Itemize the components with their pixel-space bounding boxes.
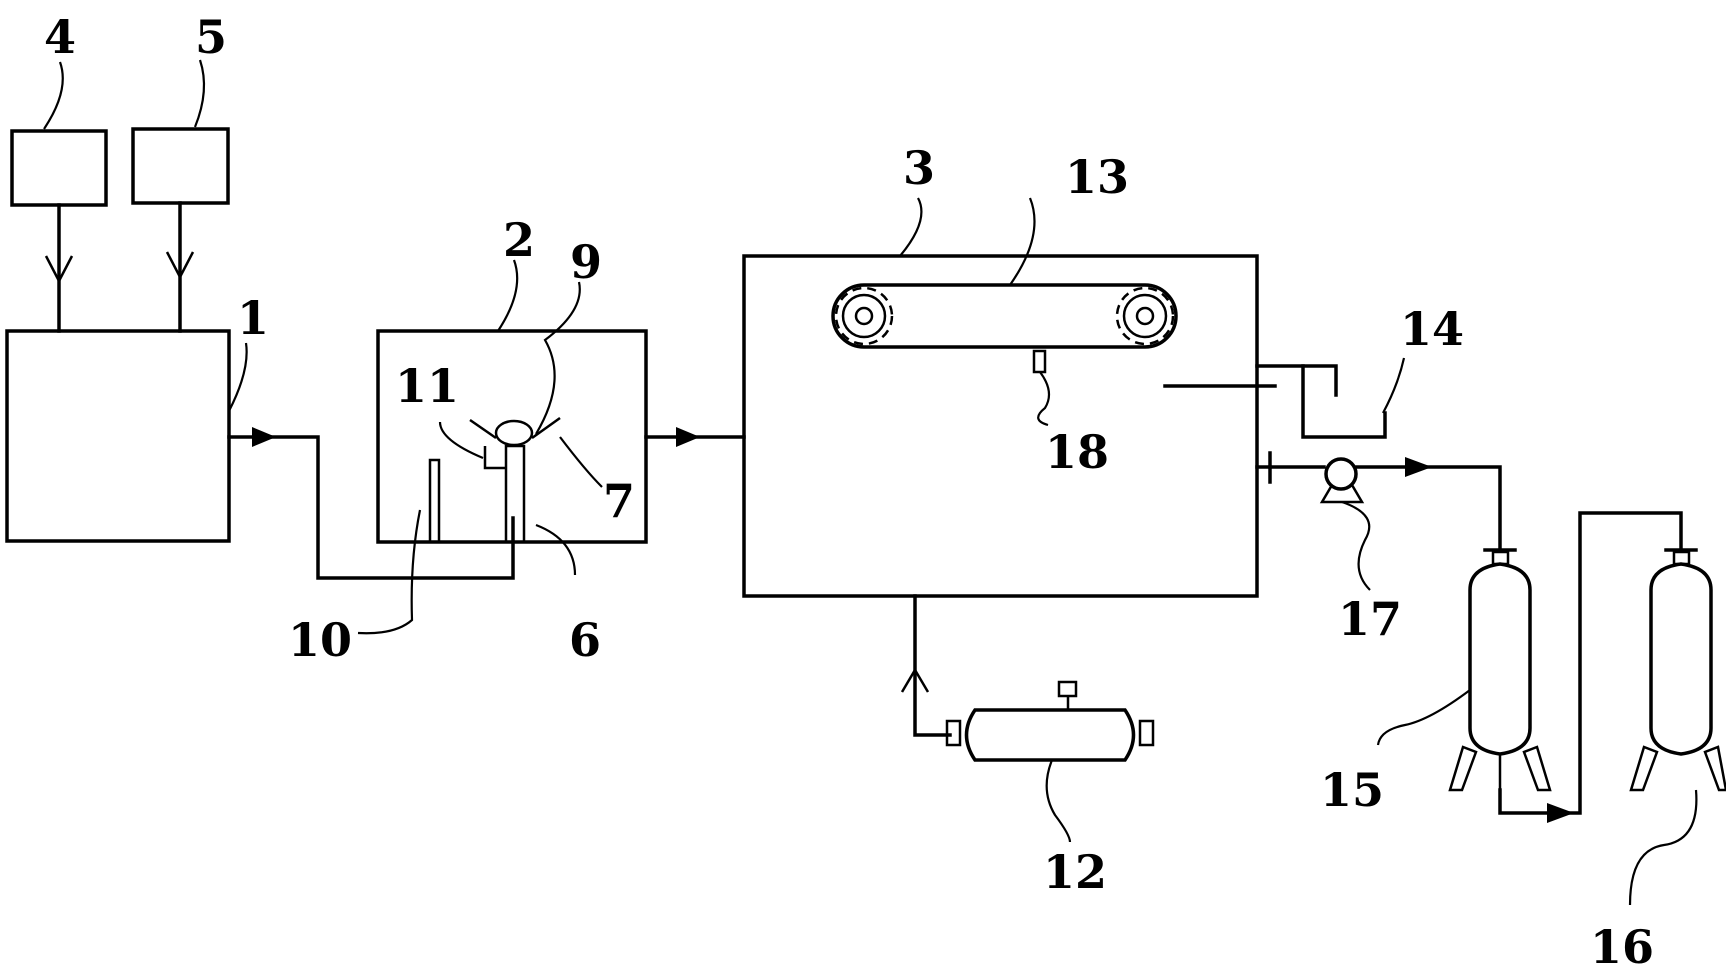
label-5: 5 — [195, 10, 227, 64]
label-17: 17 — [1338, 592, 1402, 646]
component-10-plate — [428, 458, 441, 544]
supply-line-12-to-3 — [900, 594, 952, 737]
label-3: 3 — [903, 141, 935, 195]
label-16: 16 — [1590, 920, 1654, 972]
pipe-15-to-16 — [1498, 511, 1683, 823]
component-17-pump — [1319, 457, 1365, 504]
right-gear-icon — [1115, 286, 1175, 346]
component-7-spray-left — [469, 418, 497, 440]
component-5-box — [131, 127, 230, 205]
flow-arrow — [1547, 803, 1574, 823]
flow-arrow — [676, 427, 700, 447]
component-15-filter-vessel — [1448, 548, 1552, 792]
pipe-2-to-3 — [644, 427, 746, 447]
leader-lines — [43, 59, 1698, 906]
outlet-valve — [1255, 451, 1272, 484]
label-2: 2 — [503, 213, 535, 267]
component-7-spray-right — [531, 416, 561, 440]
label-7: 7 — [603, 474, 635, 528]
label-18: 18 — [1045, 425, 1109, 479]
exhaust-duct-14 — [1255, 364, 1338, 397]
flow-arrow — [1405, 457, 1432, 477]
left-gear-icon — [834, 286, 894, 346]
exhaust-duct-14-lower — [1301, 364, 1387, 439]
component-11-bracket — [483, 446, 506, 470]
label-11: 11 — [395, 359, 459, 413]
flow-arrow — [252, 427, 276, 447]
component-18-probe — [1032, 349, 1047, 374]
label-1: 1 — [237, 291, 269, 345]
component-9-nozzle — [494, 419, 534, 447]
label-4: 4 — [44, 10, 76, 64]
pipe-1-to-2 — [227, 427, 515, 580]
component-3-chamber — [742, 254, 1259, 598]
feed-line-4-to-1 — [44, 203, 74, 333]
component-6-column — [504, 444, 526, 544]
label-14: 14 — [1400, 302, 1464, 356]
label-6: 6 — [569, 613, 601, 667]
component-16-filter-vessel — [1629, 548, 1726, 792]
label-9: 9 — [570, 235, 602, 289]
label-15: 15 — [1320, 763, 1384, 817]
component-13-conveyor — [831, 283, 1178, 349]
label-12: 12 — [1043, 845, 1107, 899]
feed-line-5-to-1 — [165, 201, 195, 333]
component-12-horizontal-tank — [945, 680, 1155, 762]
pump-line — [1268, 457, 1502, 550]
component-4-box — [10, 129, 108, 207]
component-1-tank — [5, 329, 231, 543]
label-13: 13 — [1065, 150, 1129, 204]
label-10: 10 — [288, 613, 352, 667]
